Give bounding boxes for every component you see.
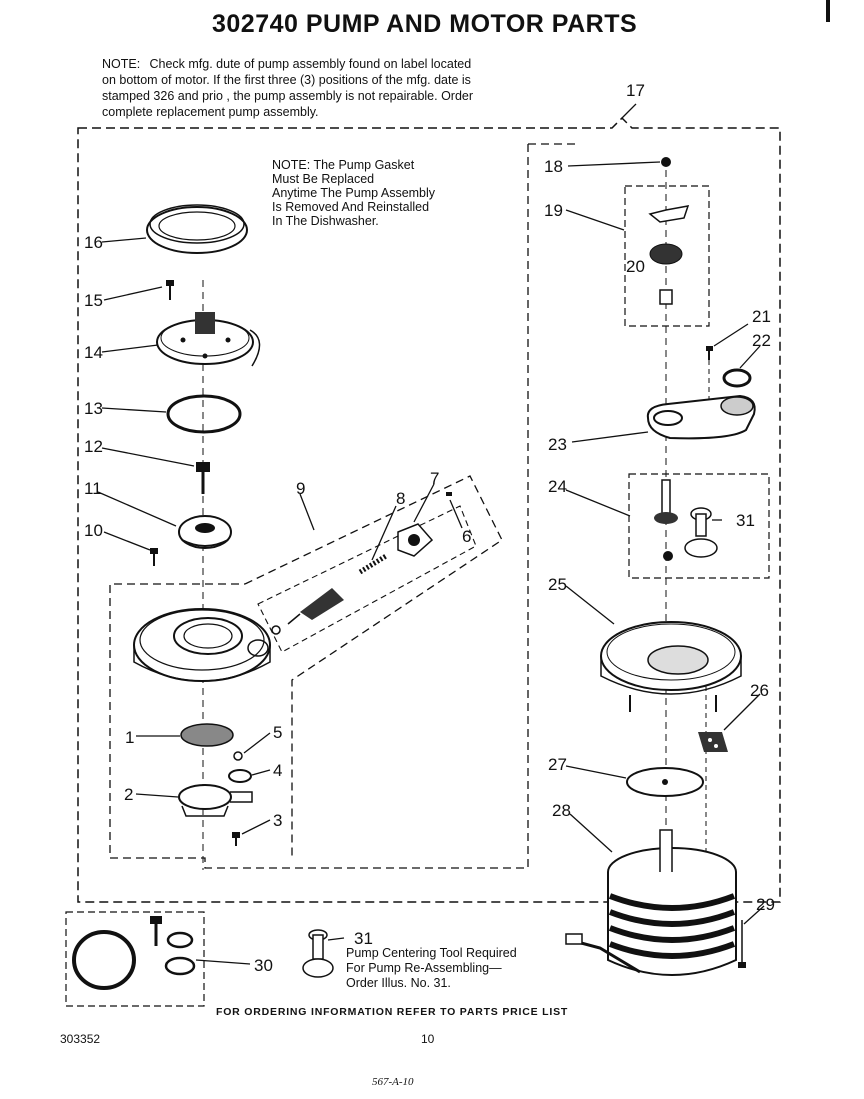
impeller-part <box>178 515 232 549</box>
terminal-block-part <box>698 732 728 752</box>
callout-14: 14 <box>84 343 103 362</box>
gasket-kit-parts <box>72 916 196 990</box>
callout-8: 8 <box>396 489 405 508</box>
callout-31-lower: 31 <box>354 929 373 948</box>
centering-tool-part-lower <box>302 929 334 978</box>
motor-bracket-part <box>600 621 742 712</box>
screw-part-15 <box>166 280 174 300</box>
gasket-note: NOTE: The Pump Gasket Must Be Replaced A… <box>272 158 436 228</box>
leader-lines <box>97 103 765 965</box>
top-note-line-1: Check mfg. dute of pump assembly found o… <box>149 57 472 71</box>
pump-housing-part <box>133 608 281 682</box>
screw-part-12 <box>196 462 210 494</box>
page-number: 10 <box>421 1032 435 1046</box>
callout-6: 6 <box>462 527 471 546</box>
callout-24: 24 <box>548 477 567 496</box>
check-valve-parts <box>287 492 452 625</box>
callout-29: 29 <box>756 895 775 914</box>
callout-12: 12 <box>84 437 103 456</box>
scan-edge-mark <box>826 0 830 22</box>
callout-15: 15 <box>84 291 103 310</box>
ball-part <box>233 751 243 761</box>
callout-20: 20 <box>626 257 645 276</box>
top-note: NOTE: Check mfg. dute of pump assembly f… <box>102 56 562 120</box>
callout-7: 7 <box>430 469 439 488</box>
mounting-plate-part <box>646 394 756 440</box>
ring-part-22 <box>722 368 752 388</box>
callout-23: 23 <box>548 435 567 454</box>
callout-25: 25 <box>548 575 567 594</box>
callout-3: 3 <box>273 811 282 830</box>
coupling-part <box>654 479 678 561</box>
callout-18: 18 <box>544 157 563 176</box>
callout-31-right: 31 <box>736 511 755 530</box>
callout-16: 16 <box>84 233 103 252</box>
callout-2: 2 <box>124 785 133 804</box>
gasket-kit-boundary <box>65 911 205 1007</box>
callout-5: 5 <box>273 723 282 742</box>
top-note-line-3: stamped 326 and prio , the pump assembly… <box>102 89 474 103</box>
callout-1: 1 <box>125 728 134 747</box>
coupling-assembly-boundary <box>628 473 770 579</box>
top-note-label: NOTE: <box>102 57 141 71</box>
callout-11: 11 <box>84 479 102 498</box>
callout-labels: 1 2 3 4 5 6 7 8 9 10 11 12 13 14 15 16 1… <box>84 81 775 975</box>
screw-part-21 <box>706 346 713 360</box>
tool-note: Pump Centering Tool Required For Pump Re… <box>346 946 517 990</box>
callout-28: 28 <box>552 801 571 820</box>
ordering-footer: FOR ORDERING INFORMATION REFER TO PARTS … <box>216 1006 569 1018</box>
document-number: 303352 <box>60 1032 101 1046</box>
callout-27: 27 <box>548 755 567 774</box>
seal-parts <box>648 205 690 305</box>
callout-17: 17 <box>626 81 645 100</box>
nut-part <box>661 157 671 167</box>
callout-26: 26 <box>750 681 769 700</box>
top-note-line-2: on bottom of motor. If the first three (… <box>102 73 471 87</box>
outer-assembly-boundary <box>77 116 781 903</box>
page-title: 302740 PUMP AND MOTOR PARTS <box>212 10 638 38</box>
cover-plate-part <box>156 312 261 367</box>
motor-part <box>565 829 737 976</box>
callout-9: 9 <box>296 479 305 498</box>
callout-19: 19 <box>544 201 563 220</box>
top-note-line-4: complete replacement pump assembly. <box>102 105 319 119</box>
callout-13: 13 <box>84 399 103 418</box>
pump-gasket-part <box>146 204 248 254</box>
sump-part <box>178 784 253 817</box>
seal-assembly-boundary <box>624 185 710 327</box>
callout-22: 22 <box>752 331 771 350</box>
ring-part-4 <box>228 769 252 783</box>
callout-30: 30 <box>254 956 273 975</box>
screw-part-10 <box>150 548 158 566</box>
callout-10: 10 <box>84 521 103 540</box>
centering-tool-part <box>684 507 718 558</box>
pump-base-boundary <box>109 144 529 869</box>
callout-4: 4 <box>273 761 282 780</box>
o-ring-part-13 <box>166 394 242 434</box>
callout-21: 21 <box>752 307 771 326</box>
handwritten-note: 567-A-10 <box>372 1076 414 1088</box>
screen-part <box>180 723 234 747</box>
screw-part-3 <box>232 832 240 846</box>
screw-part-29 <box>738 920 746 968</box>
